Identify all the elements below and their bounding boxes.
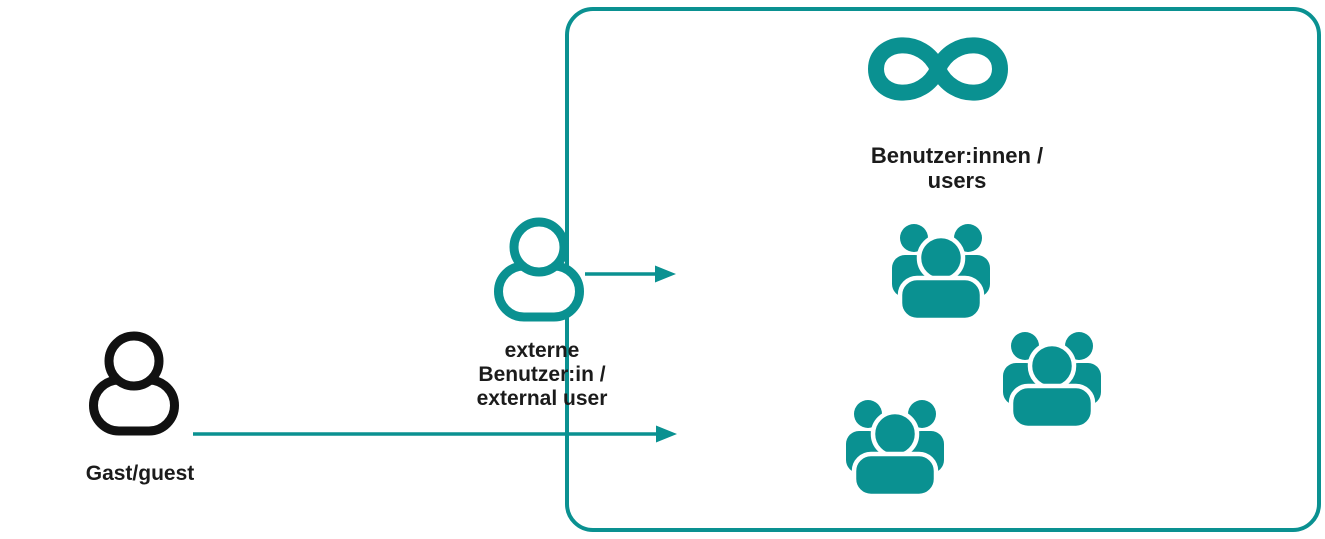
infinity-icon bbox=[868, 30, 1008, 108]
user-group-icon bbox=[888, 218, 994, 322]
person-outline-icon bbox=[493, 217, 585, 322]
person-outline-icon bbox=[88, 331, 180, 436]
external-user-label-line: externe bbox=[504, 339, 580, 362]
users-label-line: Benutzer:innen / bbox=[870, 143, 1044, 168]
external-user-label: externe Benutzer:in / external user bbox=[432, 339, 652, 411]
user-group-icon bbox=[842, 394, 948, 498]
external-user-label-line: external user bbox=[476, 387, 608, 410]
guest-to-users-arrow bbox=[193, 425, 677, 443]
users-label: Benutzer:innen / users bbox=[807, 143, 1107, 193]
guest-label: Gast/guest bbox=[30, 461, 250, 486]
user-group-icon bbox=[999, 326, 1105, 430]
external-user-label-line: Benutzer:in / bbox=[478, 363, 606, 386]
external-user-to-users-arrow bbox=[585, 265, 676, 283]
users-label-line: users bbox=[927, 168, 987, 193]
guest-label-text: Gast/guest bbox=[85, 462, 195, 485]
